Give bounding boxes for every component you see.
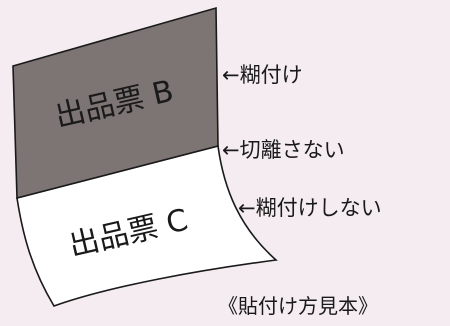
annotation-no-cut: ←切離さない [222,138,345,162]
annotation-no-glue: ←糊付けしない [238,196,382,220]
diagram-caption: 《貼付け方見本》 [218,294,378,318]
slip-b-sheet [12,6,219,200]
slip-c-sheet [16,145,278,307]
annotation-glue: ←糊付け [222,63,303,87]
